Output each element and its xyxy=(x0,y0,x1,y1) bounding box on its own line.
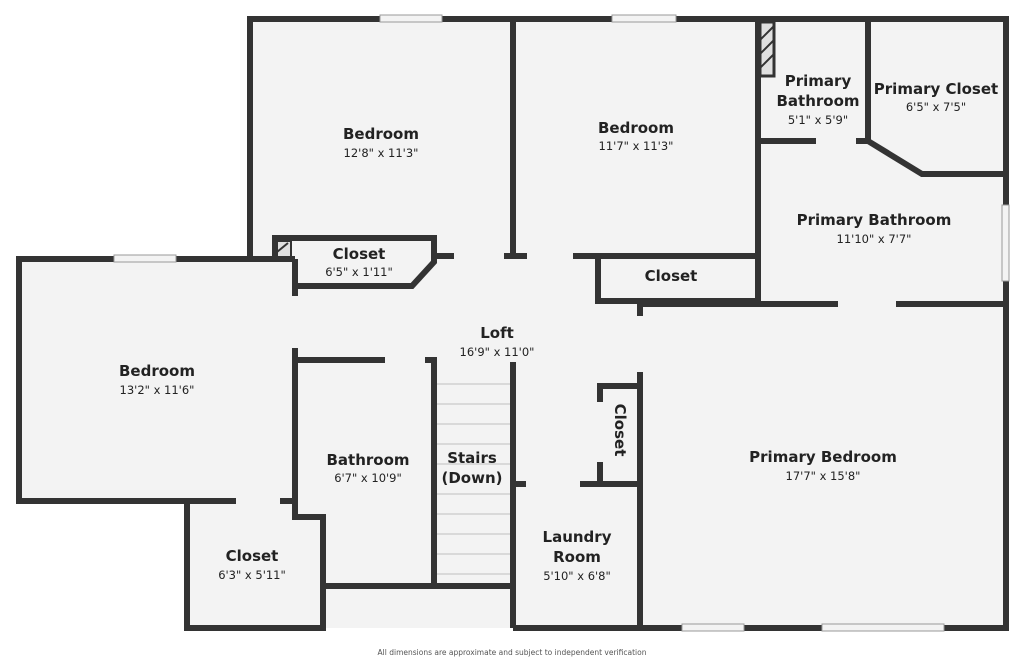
room-dim-primary-bedroom: 17'7" x 15'8" xyxy=(786,469,861,483)
room-name-closet-mid: Closet xyxy=(645,267,698,285)
room-dim-bedroom-3: 13'2" x 11'6" xyxy=(120,383,195,397)
room-name-primary-bath-small-1: Primary xyxy=(785,72,852,90)
room-name-bedroom-1: Bedroom xyxy=(343,125,419,143)
room-name-laundry-1: Laundry xyxy=(543,528,612,546)
room-name-bathroom: Bathroom xyxy=(326,451,409,469)
room-name-primary-bath-small-2: Bathroom xyxy=(776,92,859,110)
room-dim-bedroom-2: 11'7" x 11'3" xyxy=(599,139,674,153)
room-dim-closet-bottom: 6'3" x 5'11" xyxy=(218,568,286,582)
room-dim-primary-closet: 6'5" x 7'5" xyxy=(906,100,966,114)
room-dim-closet-top: 6'5" x 1'11" xyxy=(325,265,393,279)
room-dim-laundry: 5'10" x 6'8" xyxy=(543,569,611,583)
room-name-closet-vertical: Closet xyxy=(611,404,629,457)
room-name-bedroom-3: Bedroom xyxy=(119,362,195,380)
room-dim-primary-bath: 11'10" x 7'7" xyxy=(837,232,912,246)
room-dim-bedroom-1: 12'8" x 11'3" xyxy=(344,146,419,160)
room-labels: Bedroom 12'8" x 11'3" Bedroom 11'7" x 11… xyxy=(119,72,998,583)
door-openings xyxy=(236,138,896,504)
disclaimer-note: All dimensions are approximate and subje… xyxy=(377,648,647,657)
room-dim-bathroom: 6'7" x 10'9" xyxy=(334,471,402,485)
room-name-stairs-2: (Down) xyxy=(441,469,502,487)
room-dim-primary-bath-small: 5'1" x 5'9" xyxy=(788,113,848,127)
room-name-closet-bottom: Closet xyxy=(226,547,279,565)
room-name-primary-closet: Primary Closet xyxy=(874,80,998,98)
stairs-treads xyxy=(436,383,512,575)
room-name-laundry-2: Room xyxy=(553,548,601,566)
chimney-shafts xyxy=(276,20,776,258)
room-name-loft: Loft xyxy=(480,324,514,342)
room-name-primary-bedroom: Primary Bedroom xyxy=(749,448,897,466)
room-name-primary-bath: Primary Bathroom xyxy=(797,211,952,229)
room-fills xyxy=(19,19,1006,628)
windows xyxy=(113,14,1010,632)
room-name-stairs-1: Stairs xyxy=(447,449,497,467)
room-name-closet-top: Closet xyxy=(333,245,386,263)
room-dim-loft: 16'9" x 11'0" xyxy=(460,345,535,359)
room-name-bedroom-2: Bedroom xyxy=(598,119,674,137)
